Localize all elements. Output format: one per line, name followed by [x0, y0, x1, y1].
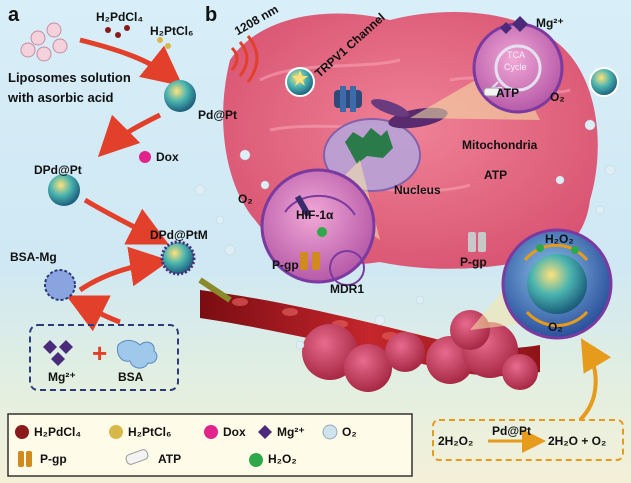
label-o2-left: O₂ — [238, 192, 253, 206]
label-dpd-at-pt: DPd@Pt — [34, 163, 82, 177]
label-mitochondria: Mitochondria — [462, 138, 538, 152]
reaction-left: 2H₂O₂ — [438, 434, 474, 448]
legend-mg: Mg²⁺ — [277, 425, 305, 439]
label-bsa-box: BSA — [118, 370, 144, 384]
np-membrane-right — [589, 67, 619, 97]
arrow-5 — [66, 295, 121, 332]
svg-text:+: + — [92, 338, 107, 368]
legend-box — [7, 413, 413, 477]
legend-atp: ATP — [158, 452, 182, 466]
label-atp-circle: ATP — [496, 86, 520, 100]
np-pdpt — [164, 80, 196, 112]
label-h2ptcl6: H₂PtCl₆ — [150, 24, 194, 38]
label-o2-circle: O₂ — [550, 90, 565, 104]
np-bsa-mg — [44, 269, 76, 301]
orange-arrow-up — [578, 338, 612, 422]
dox-dot — [139, 151, 151, 163]
pgp-shape — [468, 232, 476, 252]
zoom-hif — [260, 168, 376, 284]
label-o2-np: O₂ — [548, 320, 563, 334]
label-h2o2-circle: H₂O₂ — [545, 232, 574, 246]
label-mdr1: MDR1 — [330, 282, 365, 296]
panel-label-b: b — [205, 4, 218, 26]
bsa-shape — [117, 339, 158, 369]
liposomes — [20, 22, 68, 62]
label-pgp-left: P-gp — [272, 258, 299, 272]
legend-h2o2: H₂O₂ — [268, 452, 297, 466]
er-shape — [345, 128, 393, 164]
label-atp-cell: ATP — [484, 168, 508, 182]
label-hif: HIF-1α — [296, 208, 334, 222]
label-liposomes-1: Liposomes solution — [8, 70, 131, 85]
label-mg-circle: Mg²⁺ — [536, 16, 564, 30]
label-tca: TCA — [507, 50, 525, 60]
np-dpdpt — [48, 174, 80, 206]
label-pgp-cell: P-gp — [460, 255, 487, 269]
arrow-olive — [198, 277, 232, 303]
arrow-1 — [79, 37, 183, 87]
arrow-3 — [83, 197, 169, 245]
legend-pgp: P-gp — [40, 452, 67, 466]
legend-h2ptcl6: H₂PtCl₆ — [128, 425, 172, 439]
label-mg-box: Mg²⁺ — [48, 370, 76, 384]
legend-dox: Dox — [223, 425, 246, 439]
legend-h2pdcl4: H₂PdCl₄ — [34, 425, 82, 439]
reaction-right: 2H₂O + O₂ — [548, 434, 607, 448]
label-dpd-at-ptm: DPd@PtM — [150, 228, 208, 242]
nir-waves — [230, 35, 259, 83]
arrow-2 — [97, 112, 162, 158]
np-dpdptm — [160, 240, 196, 276]
label-dox: Dox — [156, 150, 179, 164]
label-bsa-mg: BSA-Mg — [10, 250, 57, 264]
panel-label-a: a — [8, 4, 20, 26]
label-nucleus: Nucleus — [394, 183, 441, 197]
label-pd-at-pt: Pd@Pt — [198, 108, 238, 122]
label-liposomes-2: with asorbic acid — [8, 90, 114, 105]
arrow-4 — [78, 246, 170, 293]
legend-o2: O₂ — [342, 425, 357, 439]
label-h2pdcl4: H₂PdCl₄ — [96, 10, 144, 24]
trpv1-shape — [334, 90, 362, 108]
label-cycle: Cycle — [504, 62, 527, 72]
mg-bsa-box — [29, 324, 179, 391]
reaction-catalyst: Pd@Pt — [492, 424, 532, 438]
reaction-box — [432, 419, 624, 461]
